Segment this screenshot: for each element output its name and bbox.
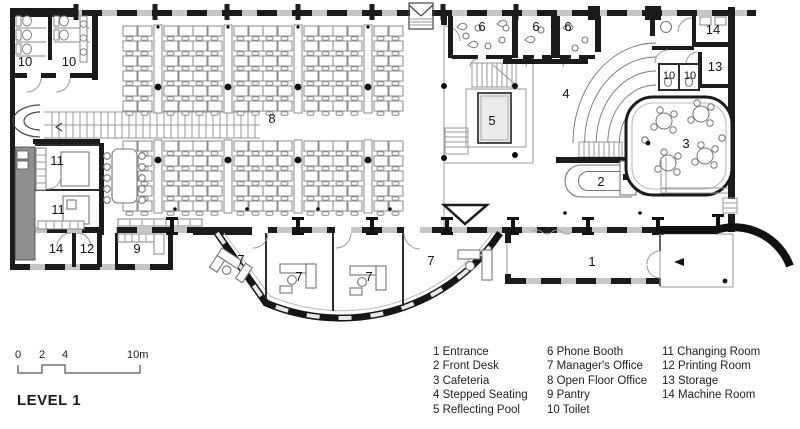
room-label-changing-room: 11 xyxy=(50,153,64,168)
reflecting-pool xyxy=(465,88,527,148)
lockers xyxy=(35,147,85,230)
meeting-table xyxy=(103,148,146,204)
room-label-entrance: 1 xyxy=(588,254,595,269)
seating-stair xyxy=(578,141,623,158)
scale-tick-0: 0 xyxy=(15,349,21,361)
legend-item: 5 Reflecting Pool xyxy=(433,403,520,416)
room-label-phone-booth: 6 xyxy=(532,19,539,34)
room-label-front-desk: 2 xyxy=(597,174,604,189)
toilet-pair-right xyxy=(658,63,700,91)
desk-clusters xyxy=(123,25,403,215)
service-rooms-left xyxy=(56,232,165,267)
toilet-stalls xyxy=(15,15,90,63)
room-label-printing-room: 12 xyxy=(80,241,94,256)
scale-tick-10m: 10m xyxy=(127,349,148,361)
changing-rooms xyxy=(14,143,104,261)
room-label-toilet: 10 xyxy=(684,70,696,82)
legend-item: 13 Storage xyxy=(662,374,719,387)
toilet-block-left xyxy=(14,14,98,93)
room-label-toilet: 10 xyxy=(663,70,675,82)
entrance-zone xyxy=(505,223,794,288)
legend-item: 12 Printing Room xyxy=(662,360,751,373)
curved-site-wall xyxy=(660,223,794,268)
room-label-managers-office: 7 xyxy=(427,253,434,268)
stair-upper xyxy=(471,62,517,88)
pantry-counter xyxy=(117,233,165,255)
room-label-managers-office: 7 xyxy=(365,269,372,284)
room-label-phone-booth: 6 xyxy=(564,19,571,34)
legend-column-3: 11 Changing Room 12 Printing Room 13 Sto… xyxy=(662,345,760,403)
room-labels: 1 2 3 4 5 6 6 6 7 7 7 7 8 9 10 10 10 10 … xyxy=(18,19,722,284)
stepped-seating-arcs xyxy=(556,42,657,163)
room-label-pantry: 9 xyxy=(133,241,140,256)
room-label-open-floor-office: 8 xyxy=(268,111,275,126)
entry-double-door xyxy=(646,250,661,279)
right-rooms xyxy=(650,16,733,91)
stair-lower xyxy=(444,127,469,155)
booth-furniture xyxy=(456,19,589,52)
floor-plan-drawing: 1 2 3 4 5 6 6 6 7 7 7 7 8 9 10 10 10 10 … xyxy=(10,2,794,322)
planting-squiggle xyxy=(531,229,573,235)
scale-tick-2: 2 xyxy=(39,349,45,361)
legend-item: 11 Changing Room xyxy=(662,346,761,358)
room-label-stepped-seating: 4 xyxy=(562,86,569,101)
office3-desk xyxy=(349,265,387,296)
room-label-changing-room: 11 xyxy=(51,202,65,217)
legend-item: 3 Cafeteria xyxy=(433,374,490,387)
plan-footer: 0 2 4 10m LEVEL 1 1 Entrance 2 Front Des… xyxy=(0,335,800,429)
reflecting-pool-zone xyxy=(444,59,588,164)
legend-item: 10 Toilet xyxy=(547,403,590,416)
revolving-door-icon xyxy=(722,197,738,214)
exterior-stair xyxy=(408,2,434,30)
entry-arrow-icon xyxy=(674,258,684,266)
ramp-stair xyxy=(12,104,260,144)
scale-bar-shape xyxy=(17,364,141,374)
legend-item: 8 Open Floor Office xyxy=(547,374,648,387)
legend-column-2: 6 Phone Booth 7 Manager's Office 8 Open … xyxy=(547,345,647,417)
room-label-toilet: 10 xyxy=(62,54,76,69)
room-label-managers-office: 7 xyxy=(237,252,244,267)
office4-desk xyxy=(457,249,493,281)
direction-triangle xyxy=(440,203,491,226)
legend-item: 6 Phone Booth xyxy=(547,346,624,358)
scale-tick-4: 4 xyxy=(62,349,68,361)
legend-column-1: 1 Entrance 2 Front Desk 3 Cafeteria 4 St… xyxy=(433,345,528,417)
open-floor-office xyxy=(103,25,403,227)
bottom-columns xyxy=(166,211,724,235)
legend-item: 9 Pantry xyxy=(547,389,590,402)
office1-desk xyxy=(208,247,253,284)
managers-offices-band xyxy=(208,230,503,322)
room-label-managers-office: 7 xyxy=(295,269,302,284)
room-label-storage: 13 xyxy=(708,59,722,74)
room-label-cafeteria: 3 xyxy=(682,136,689,151)
terrace xyxy=(659,233,734,288)
room-label-toilet: 10 xyxy=(18,54,32,69)
atrium-divider xyxy=(441,15,461,227)
front-desk xyxy=(564,160,648,198)
exterior-walls xyxy=(10,7,756,270)
scale-bar: 0 2 4 10m xyxy=(15,349,148,374)
room-label-machine-room: 14 xyxy=(706,22,720,37)
office2-desk xyxy=(279,263,317,294)
legend-item: 1 Entrance xyxy=(433,346,489,358)
room-label-machine-room: 14 xyxy=(49,241,63,256)
room-label-phone-booth: 6 xyxy=(478,19,485,34)
room-label-reflecting-pool: 5 xyxy=(488,113,495,128)
cafeteria xyxy=(624,95,734,197)
page-title: LEVEL 1 xyxy=(17,392,82,409)
structural-dots xyxy=(154,25,392,211)
service-core xyxy=(14,146,36,261)
legend-item: 2 Front Desk xyxy=(433,360,499,373)
legend-item: 7 Manager's Office xyxy=(547,360,643,373)
legend-item: 14 Machine Room xyxy=(662,389,756,402)
cabinet-row xyxy=(117,218,203,227)
legend-item: 4 Stepped Seating xyxy=(433,389,528,402)
